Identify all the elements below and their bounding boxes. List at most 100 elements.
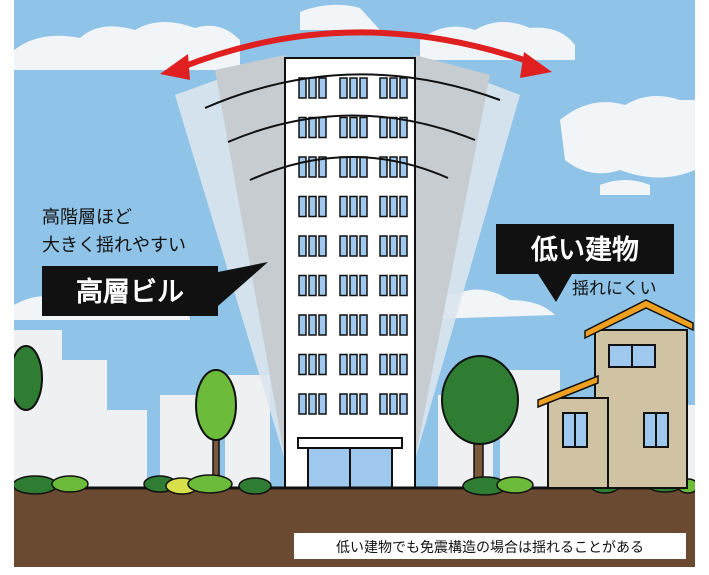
window	[318, 314, 327, 336]
window	[318, 116, 327, 139]
window	[339, 393, 348, 415]
window	[379, 195, 388, 218]
window	[399, 314, 408, 336]
window	[359, 314, 368, 336]
window	[308, 156, 317, 178]
window	[339, 195, 348, 218]
window	[298, 235, 307, 257]
low-building-caption: 揺れにくい	[572, 279, 657, 299]
window	[389, 235, 398, 257]
window	[349, 353, 358, 376]
sway-arrow	[160, 29, 552, 80]
window	[349, 156, 358, 178]
window	[359, 353, 368, 376]
window	[349, 116, 358, 139]
window	[339, 274, 348, 297]
window	[298, 274, 307, 297]
window	[318, 235, 327, 257]
window	[379, 393, 388, 415]
window	[308, 195, 317, 218]
window	[399, 235, 408, 257]
window	[339, 77, 348, 99]
tree-dark-left	[9, 345, 43, 411]
tall-building-caption-line1: 高階層ほど	[42, 207, 132, 228]
footnote: 低い建物でも免震構造の場合は揺れることがある	[336, 540, 644, 556]
window	[359, 235, 368, 257]
window	[389, 353, 398, 376]
window	[339, 156, 348, 178]
window	[339, 235, 348, 257]
window	[298, 77, 307, 99]
tall-building	[284, 57, 416, 491]
window	[389, 77, 398, 99]
window	[308, 353, 317, 376]
window	[349, 77, 358, 99]
window	[318, 195, 327, 218]
window	[399, 274, 408, 297]
window	[349, 314, 358, 336]
window	[308, 235, 317, 257]
window	[298, 393, 307, 415]
low-building-label-box: 低い建物	[496, 224, 674, 302]
window	[389, 274, 398, 297]
window	[379, 353, 388, 376]
window	[399, 195, 408, 218]
vibration-lines	[204, 73, 501, 181]
low-building-label: 低い建物	[530, 235, 639, 266]
window	[399, 393, 408, 415]
window	[399, 77, 408, 99]
window	[389, 393, 398, 415]
window	[318, 77, 327, 99]
window	[379, 116, 388, 139]
window	[399, 116, 408, 139]
tree-light	[195, 369, 237, 481]
tall-building-windows	[298, 77, 408, 415]
window	[389, 314, 398, 336]
window	[339, 314, 348, 336]
window	[308, 274, 317, 297]
tall-building-label-box: 高層ビル	[42, 262, 268, 316]
window	[399, 353, 408, 376]
window	[349, 195, 358, 218]
window	[379, 156, 388, 178]
window	[308, 116, 317, 139]
tree-dark-right	[441, 355, 519, 481]
window	[349, 235, 358, 257]
footnote-box	[294, 533, 686, 559]
window	[308, 314, 317, 336]
window	[318, 393, 327, 415]
window	[359, 116, 368, 139]
window	[349, 393, 358, 415]
window	[359, 274, 368, 297]
tall-building-caption-line2: 大きく揺れやすい	[42, 235, 186, 256]
window	[379, 77, 388, 99]
window	[308, 393, 317, 415]
window	[298, 195, 307, 218]
window	[359, 156, 368, 178]
window	[389, 195, 398, 218]
window	[308, 77, 317, 99]
window	[389, 156, 398, 178]
sway-effect	[175, 55, 520, 460]
window	[298, 314, 307, 336]
tall-building-label: 高層ビル	[76, 276, 184, 308]
window	[359, 393, 368, 415]
window	[379, 274, 388, 297]
window	[339, 116, 348, 139]
window	[298, 353, 307, 376]
window	[399, 156, 408, 178]
window	[389, 116, 398, 139]
bushes	[12, 474, 699, 496]
window	[379, 235, 388, 257]
window	[318, 353, 327, 376]
window	[339, 353, 348, 376]
window	[298, 156, 307, 178]
window	[359, 77, 368, 99]
window	[318, 156, 327, 178]
window	[298, 116, 307, 139]
window	[359, 195, 368, 218]
window	[349, 274, 358, 297]
window	[379, 314, 388, 336]
